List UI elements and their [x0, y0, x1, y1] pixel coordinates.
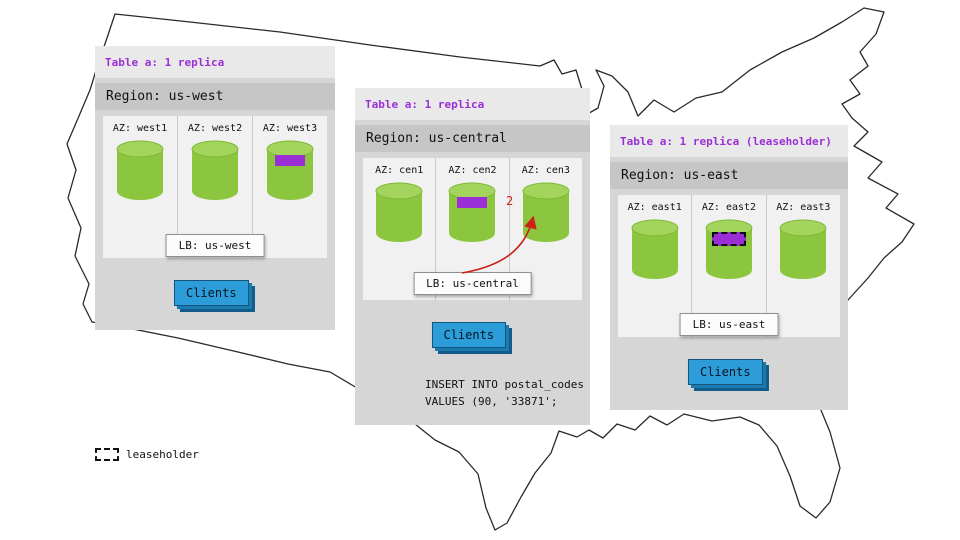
- az-label: AZ: cen3: [521, 165, 570, 176]
- sql-statement: INSERT INTO postal_codes VALUES (90, '33…: [425, 376, 584, 410]
- az-label: AZ: east2: [701, 202, 757, 213]
- database-cylinder-icon: [116, 140, 164, 200]
- table-replica-label: Table a: 1 replica (leaseholder): [620, 134, 832, 148]
- region-title-label: Region: us-west: [106, 89, 224, 104]
- database-cylinder-icon: [631, 219, 679, 279]
- db-cylinder: [779, 219, 827, 281]
- leaseholder-chip: [711, 232, 746, 246]
- database-cylinder-icon: [375, 182, 423, 242]
- load-balancer-east: LB: us-east: [679, 313, 779, 336]
- db-cylinder: [266, 140, 314, 202]
- clients-box-west: Clients: [173, 280, 249, 306]
- database-cylinder-icon: [191, 140, 239, 200]
- region-panel-us-east: Table a: 1 replica (leaseholder) Region:…: [610, 125, 848, 410]
- az-label: AZ: cen1: [375, 165, 424, 176]
- load-balancer-west: LB: us-west: [165, 234, 265, 257]
- az-west1: AZ: west1: [103, 116, 178, 258]
- db-cylinder: [448, 182, 496, 244]
- table-replica-label: Table a: 1 replica: [105, 55, 225, 69]
- region-title-central: Region: us-central: [355, 125, 590, 152]
- az-cen2: AZ: cen2: [436, 158, 510, 300]
- az-label: AZ: east1: [627, 202, 682, 213]
- db-cylinder: [191, 140, 239, 202]
- region-title-label: Region: us-central: [366, 131, 507, 146]
- table-replica-header-west: Table a: 1 replica: [95, 46, 335, 78]
- clients-label: Clients: [185, 286, 237, 300]
- az-label: AZ: west2: [187, 123, 243, 134]
- az-east1: AZ: east1: [618, 195, 693, 337]
- az-west3: AZ: west3: [253, 116, 327, 258]
- clients-box-central: Clients: [431, 322, 507, 348]
- leaseholder-swatch-icon: [95, 448, 119, 461]
- region-title-east: Region: us-east: [610, 162, 848, 189]
- legend-label: leaseholder: [126, 448, 199, 461]
- clients-label: Clients: [443, 328, 495, 342]
- db-cylinder: [522, 182, 570, 244]
- database-cylinder-icon: [266, 140, 314, 200]
- az-cen1: AZ: cen1: [363, 158, 437, 300]
- db-cylinder: [705, 219, 753, 281]
- database-cylinder-icon: [522, 182, 570, 242]
- az-label: AZ: west1: [112, 123, 168, 134]
- db-cylinder: [116, 140, 164, 202]
- region-panel-us-central: Table a: 1 replica Region: us-central AZ…: [355, 88, 590, 425]
- az-label: AZ: cen2: [448, 165, 497, 176]
- leaseholder-legend: leaseholder: [95, 448, 199, 461]
- table-replica-header-east: Table a: 1 replica (leaseholder): [610, 125, 848, 157]
- az-label: AZ: east3: [776, 202, 831, 213]
- replica-chip: [275, 155, 305, 166]
- database-cylinder-icon: [705, 219, 753, 279]
- load-balancer-central: LB: us-central: [413, 272, 532, 295]
- replica-chip: [457, 197, 488, 208]
- sql-line-2: VALUES (90, '33871';: [425, 395, 558, 409]
- table-replica-header-central: Table a: 1 replica: [355, 88, 590, 120]
- sql-line-1: INSERT INTO postal_codes: [425, 378, 584, 391]
- table-replica-label: Table a: 1 replica: [365, 97, 485, 111]
- clients-box-east: Clients: [687, 359, 763, 385]
- az-east3: AZ: east3: [767, 195, 840, 337]
- region-title-label: Region: us-east: [621, 168, 739, 183]
- lb-label: LB: us-west: [178, 239, 252, 252]
- database-cylinder-icon: [779, 219, 827, 279]
- database-cylinder-icon: [448, 182, 496, 242]
- db-cylinder: [631, 219, 679, 281]
- az-label: AZ: west3: [262, 123, 318, 134]
- db-cylinder: [375, 182, 423, 244]
- lb-label: LB: us-central: [426, 277, 519, 290]
- az-east2: AZ: east2: [692, 195, 767, 337]
- lb-label: LB: us-east: [692, 318, 766, 331]
- az-west2: AZ: west2: [178, 116, 253, 258]
- region-title-west: Region: us-west: [95, 83, 335, 110]
- clients-label: Clients: [699, 365, 751, 379]
- region-panel-us-west: Table a: 1 replica Region: us-west AZ: w…: [95, 46, 335, 330]
